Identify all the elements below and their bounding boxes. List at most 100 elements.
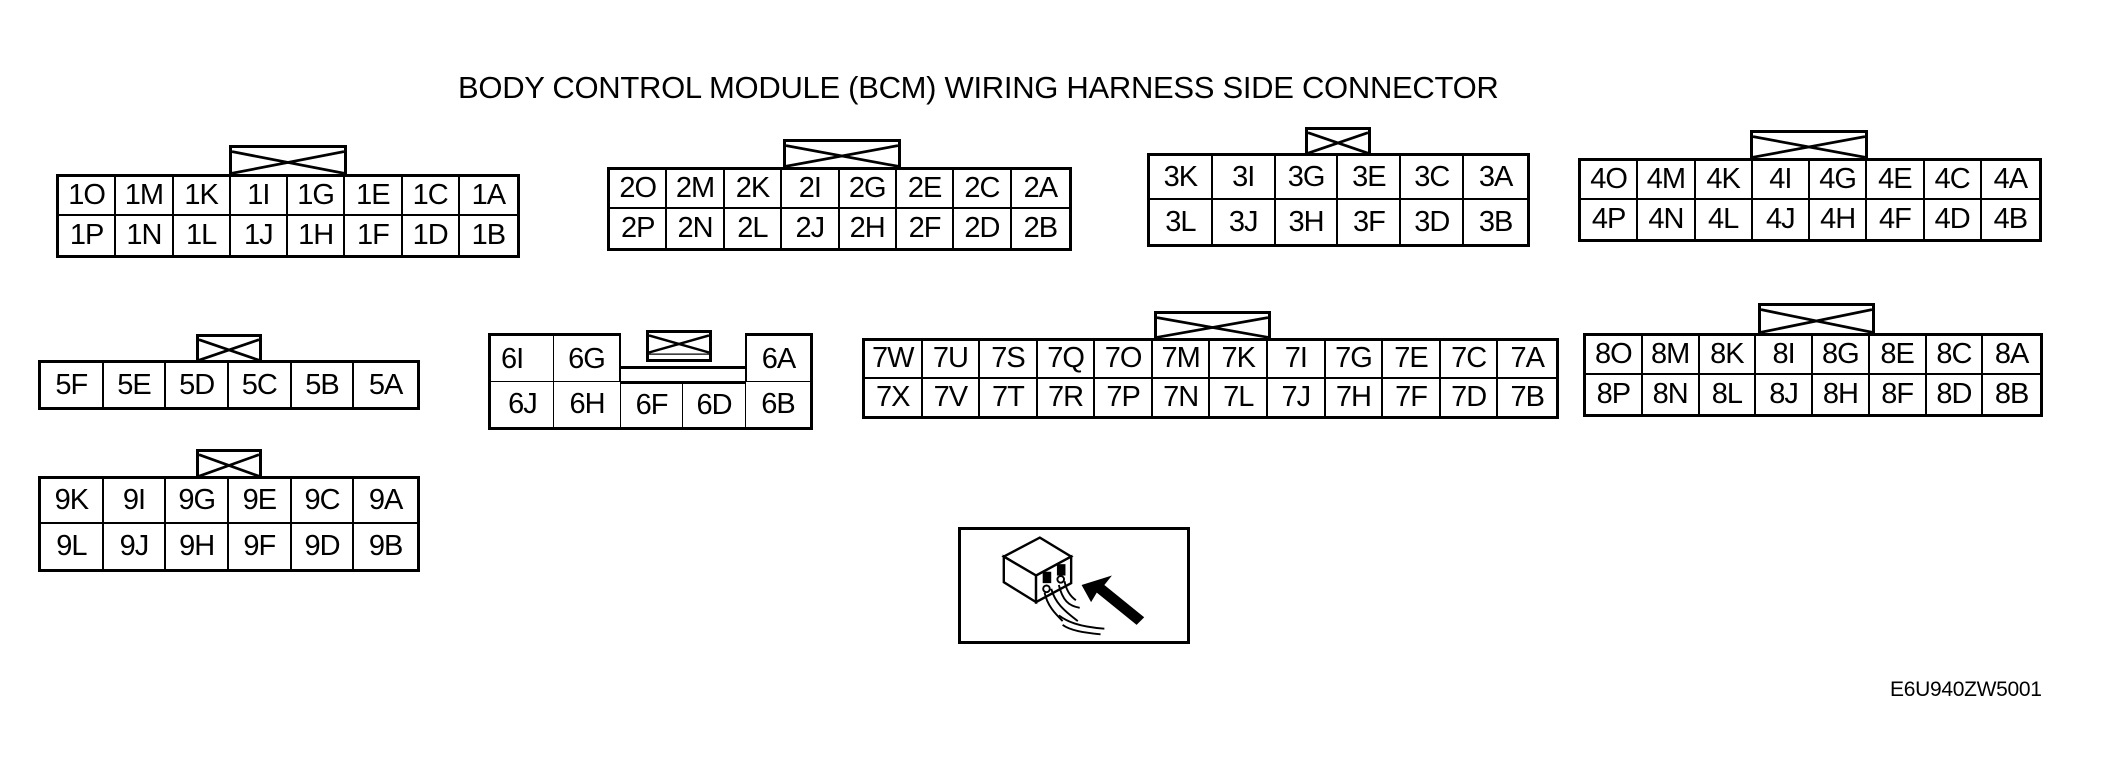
pin: 2A [1011, 170, 1069, 209]
pin: 7A [1498, 341, 1556, 379]
pin: 4O [1581, 161, 1639, 200]
pin: 7S [980, 341, 1038, 379]
connector-6: 6I 6G 6A 6J 6H 6F 6D 6B [488, 330, 813, 430]
pin: 3B [1464, 200, 1527, 244]
pin: 3E [1338, 156, 1402, 200]
connector-8-lock-key [1758, 303, 1875, 335]
pin: 6A [745, 333, 813, 383]
pin: 2P [610, 209, 668, 248]
pin: 6H [553, 381, 621, 430]
pin: 1L [173, 216, 231, 255]
pin: 2I [782, 170, 840, 209]
connector-5-lock-key [196, 334, 262, 362]
key-cross-icon [199, 453, 259, 478]
pin: 9C [291, 479, 355, 524]
key-cross-icon [1753, 135, 1865, 159]
pin: 1O [59, 177, 117, 216]
pin: 2N [667, 209, 725, 248]
pin: 3J [1212, 200, 1276, 244]
connector-7-pin-grid: 7W 7U 7S 7Q 7O 7M 7K 7I 7G 7E 7C 7A 7X 7… [862, 338, 1559, 419]
pin: 3H [1275, 200, 1339, 244]
pin: 1P [59, 216, 117, 255]
pin: 7J [1268, 378, 1326, 416]
key-cross-icon [1761, 308, 1872, 334]
pin: 7V [922, 378, 981, 416]
key-cross-icon [649, 334, 709, 355]
connector-7-lock-key [1154, 311, 1271, 340]
diagram-title: BODY CONTROL MODULE (BCM) WIRING HARNESS… [458, 70, 1499, 105]
connector-7: 7W 7U 7S 7Q 7O 7M 7K 7I 7G 7E 7C 7A 7X 7… [862, 311, 1559, 419]
connector-6-lock-key [646, 330, 712, 362]
pin: 8N [1642, 375, 1700, 414]
pin: 1G [288, 177, 346, 216]
pin: 9F [229, 524, 292, 569]
pin: 3A [1464, 156, 1527, 200]
pin: 8P [1586, 375, 1643, 414]
connector-9-lock-key [196, 449, 262, 478]
figure-id: E6U940ZW5001 [1890, 678, 2042, 701]
pin: 7H [1325, 378, 1384, 416]
pin: 2E [896, 170, 955, 209]
pin: 9D [291, 524, 355, 569]
pin: 2M [667, 170, 725, 209]
pin: 7P [1095, 378, 1153, 416]
pin: 4A [1981, 161, 2039, 200]
pin: 1M [116, 177, 174, 216]
connector-4-pin-grid: 4O 4M 4K 4I 4G 4E 4C 4A 4P 4N 4L 4J 4H 4… [1578, 158, 2042, 242]
pin: 1J [230, 216, 288, 255]
key-cross-icon [786, 144, 898, 168]
pin: 7U [922, 341, 981, 379]
pin: 8H [1813, 375, 1870, 414]
connector-4: 4O 4M 4K 4I 4G 4E 4C 4A 4P 4N 4L 4J 4H 4… [1578, 130, 2042, 242]
pin: 2C [954, 170, 1012, 209]
pin: 7N [1152, 378, 1211, 416]
pin: 8J [1756, 375, 1813, 414]
pin: 2J [782, 209, 840, 248]
pin: 1A [459, 177, 517, 216]
pin: 3D [1401, 200, 1465, 244]
pin: 2H [839, 209, 897, 248]
pin: 2O [610, 170, 668, 209]
pin: 8O [1586, 336, 1643, 375]
connector-2-pin-grid: 2O 2M 2K 2I 2G 2E 2C 2A 2P 2N 2L 2J 2H 2… [607, 167, 1072, 251]
pin: 8E [1869, 336, 1927, 375]
pin: 8G [1813, 336, 1870, 375]
pin: 2F [896, 209, 955, 248]
key-cross-icon [1157, 316, 1268, 339]
pin: 3I [1212, 156, 1276, 200]
connector-9-pin-grid: 9K 9I 9G 9E 9C 9A 9L 9J 9H 9F 9D 9B [38, 476, 420, 572]
connector-3-pin-grid: 3K 3I 3G 3E 3C 3A 3L 3J 3H 3F 3D 3B [1147, 153, 1530, 247]
pin: 7T [980, 378, 1038, 416]
pin: 8M [1642, 336, 1700, 375]
pin: 4J [1752, 200, 1810, 239]
connector-2-lock-key [783, 139, 901, 169]
pin: 1B [459, 216, 517, 255]
pin: 6G [553, 333, 621, 383]
pin: 7I [1268, 341, 1326, 379]
pin: 7K [1210, 341, 1269, 379]
connector-5-pin-grid: 5F 5E 5D 5C 5B 5A [38, 360, 420, 410]
key-cross-icon [1308, 131, 1368, 155]
connector-2: 2O 2M 2K 2I 2G 2E 2C 2A 2P 2N 2L 2J 2H 2… [607, 139, 1072, 251]
pin: 7R [1037, 378, 1096, 416]
pin: 8A [1983, 336, 2040, 375]
connector-5: 5F 5E 5D 5C 5B 5A [38, 334, 420, 410]
pin: 7L [1210, 378, 1269, 416]
pin: 6D [682, 381, 746, 430]
pin: 4K [1695, 161, 1753, 200]
pin: 3G [1275, 156, 1339, 200]
pin: 7E [1383, 341, 1441, 379]
pin: 6I [488, 333, 555, 383]
pin: 7Q [1037, 341, 1096, 379]
connector-9: 9K 9I 9G 9E 9C 9A 9L 9J 9H 9F 9D 9B [38, 449, 420, 572]
pin: 9K [41, 479, 104, 524]
pin: 8F [1869, 375, 1927, 414]
pin: 9A [354, 479, 417, 524]
pin: 6B [745, 381, 813, 430]
pin: 8D [1926, 375, 1984, 414]
pin: 4M [1638, 161, 1696, 200]
pin: 5F [41, 363, 104, 407]
connector-1-pin-grid: 1O 1M 1K 1I 1G 1E 1C 1A 1P 1N 1L 1J 1H 1… [56, 174, 520, 258]
pin: 7C [1440, 341, 1499, 379]
pin: 8C [1926, 336, 1984, 375]
